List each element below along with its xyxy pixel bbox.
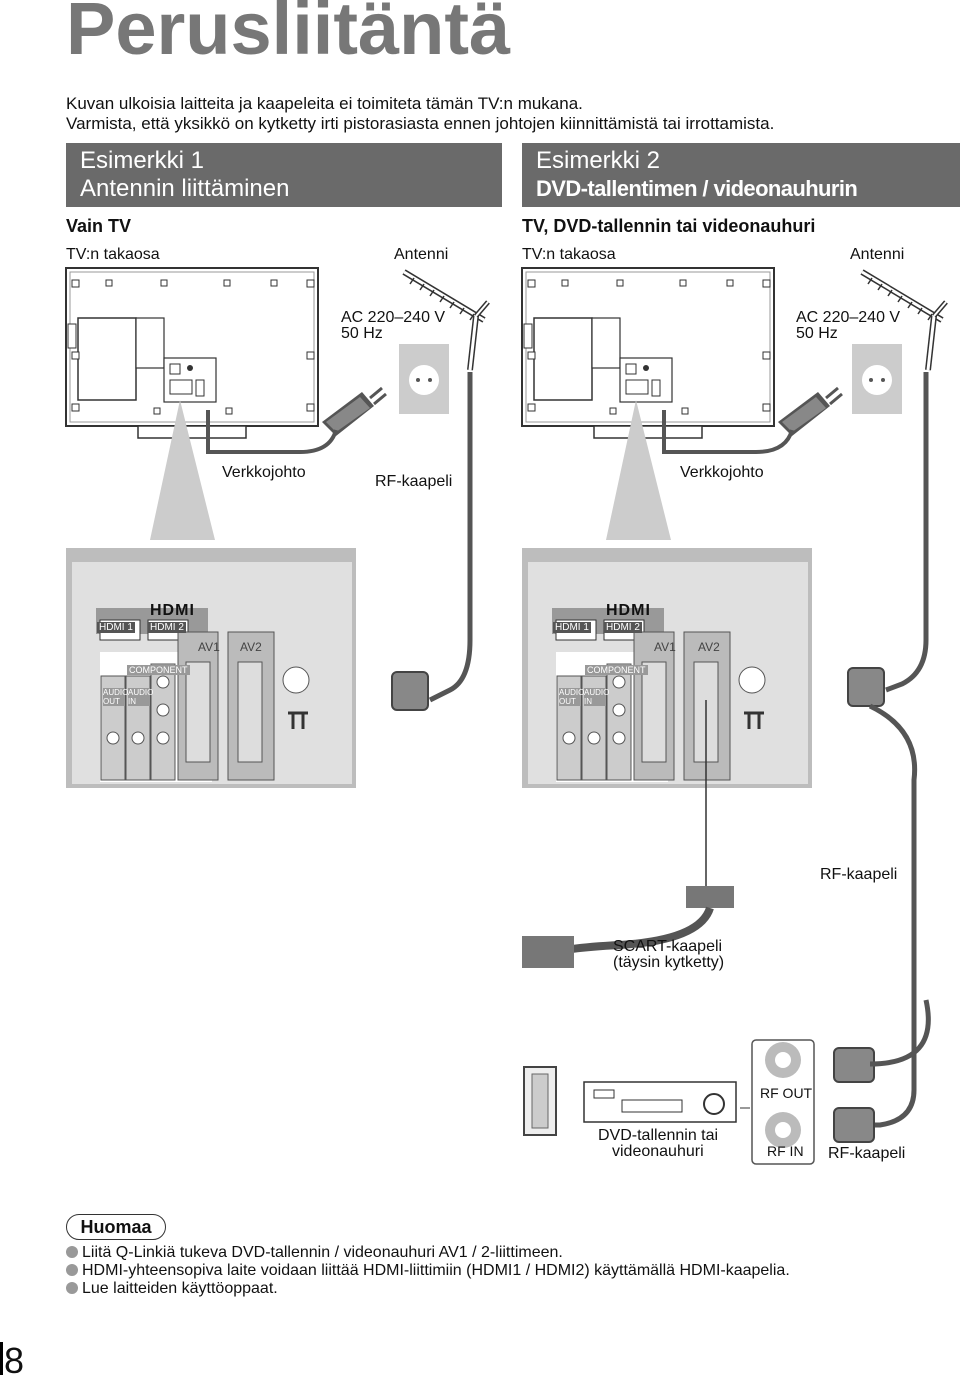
note-item-text: HDMI-yhteensopiva laite voidaan liittää … — [82, 1262, 790, 1279]
rf-in-label: RF IN — [767, 1143, 804, 1159]
example2-antenna-label: Antenni — [850, 246, 905, 263]
hdmi1-label-1: HDMI 1 — [97, 622, 135, 633]
example1-tv-back-label: TV:n takaosa — [66, 246, 160, 263]
example1-subheading: Antennin liittäminen — [80, 175, 290, 202]
note-item: HDMI-yhteensopiva laite voidaan liittää … — [66, 1262, 790, 1280]
note-item-text: Liitä Q-Linkiä tukeva DVD-tallennin / vi… — [82, 1244, 563, 1261]
example2-heading: Esimerkki 2 — [536, 147, 661, 174]
rf-out-label: RF OUT — [760, 1085, 813, 1101]
note-list: Liitä Q-Linkiä tukeva DVD-tallennin / vi… — [66, 1244, 790, 1298]
example1-power-line2: 50 Hz — [341, 325, 383, 342]
example2-subheading: DVD-tallentimen / videonauhurin liittämi… — [536, 176, 858, 229]
example2-tv-back-label: TV:n takaosa — [522, 246, 616, 263]
example2-power-line1: AC 220–240 V — [796, 309, 901, 326]
av2-label-2: AV2 — [698, 640, 720, 654]
hdmi2-label-2: HDMI 2 — [604, 622, 642, 633]
example2-rf-cable-bottom-label: RF-kaapeli — [828, 1145, 906, 1162]
example2-power-line2: 50 Hz — [796, 325, 838, 342]
av1-label-1: AV1 — [198, 640, 220, 654]
bullet-icon — [66, 1264, 78, 1276]
component-label-2: COMPONENT — [585, 665, 648, 675]
example1-heading-bar: Esimerkki 1 Antennin liittäminen — [66, 143, 502, 207]
bullet-icon — [66, 1282, 78, 1294]
example2-rf-cable-top-label: RF-kaapeli — [820, 866, 898, 883]
scart-label-line1: SCART-kaapeli — [613, 938, 723, 955]
page-number: 8 — [4, 1340, 25, 1381]
example1-section: Vain TV — [66, 216, 132, 236]
bullet-icon — [66, 1246, 78, 1258]
page-title: Perusliitäntä — [66, 0, 511, 70]
av1-label-2: AV1 — [654, 640, 676, 654]
note-item-text: Lue laitteiden käyttöoppaat. — [82, 1280, 278, 1297]
page-corner-bar — [0, 1342, 3, 1375]
audio-in-label-2: AUDIO IN — [584, 688, 610, 706]
hdmi2-label-1: HDMI 2 — [148, 622, 186, 633]
example1-rf-cable-label: RF-kaapeli — [375, 473, 453, 490]
example1-heading: Esimerkki 1 — [80, 147, 205, 174]
component-label-1: COMPONENT — [127, 665, 190, 675]
example2-heading-bar: Esimerkki 2 DVD-tallentimen / videonauhu… — [522, 143, 960, 229]
device-label-line1: DVD-tallennin tai — [598, 1127, 719, 1144]
note-label: Huomaa — [66, 1214, 166, 1240]
av2-label-1: AV2 — [240, 640, 262, 654]
example1-mains-cable-label: Verkkojohto — [222, 464, 306, 481]
audio-in-label-1: AUDIO IN — [128, 688, 154, 706]
note-item: Liitä Q-Linkiä tukeva DVD-tallennin / vi… — [66, 1244, 790, 1262]
intro-line-2: Varmista, että yksikkö on kytketty irti … — [66, 114, 775, 133]
example2-section: TV, DVD-tallennin tai videonauhuri — [522, 216, 816, 236]
hdmi-logo-2: HDMI — [606, 602, 651, 619]
hdmi1-label-2: HDMI 1 — [553, 622, 591, 633]
example1-power-line1: AC 220–240 V — [341, 309, 446, 326]
device-label-line2: videonauhuri — [612, 1143, 704, 1160]
scart-label-line2: (täysin kytketty) — [613, 954, 725, 971]
example2-mains-cable-label: Verkkojohto — [680, 464, 764, 481]
hdmi-logo-1: HDMI — [150, 602, 195, 619]
intro-line-1: Kuvan ulkoisia laitteita ja kaapeleita e… — [66, 94, 583, 113]
audio-out-label-2: AUDIO OUT — [559, 688, 585, 706]
note-item: Lue laitteiden käyttöoppaat. — [66, 1280, 790, 1298]
audio-out-label-1: AUDIO OUT — [103, 688, 129, 706]
example1-antenna-label: Antenni — [394, 246, 449, 263]
